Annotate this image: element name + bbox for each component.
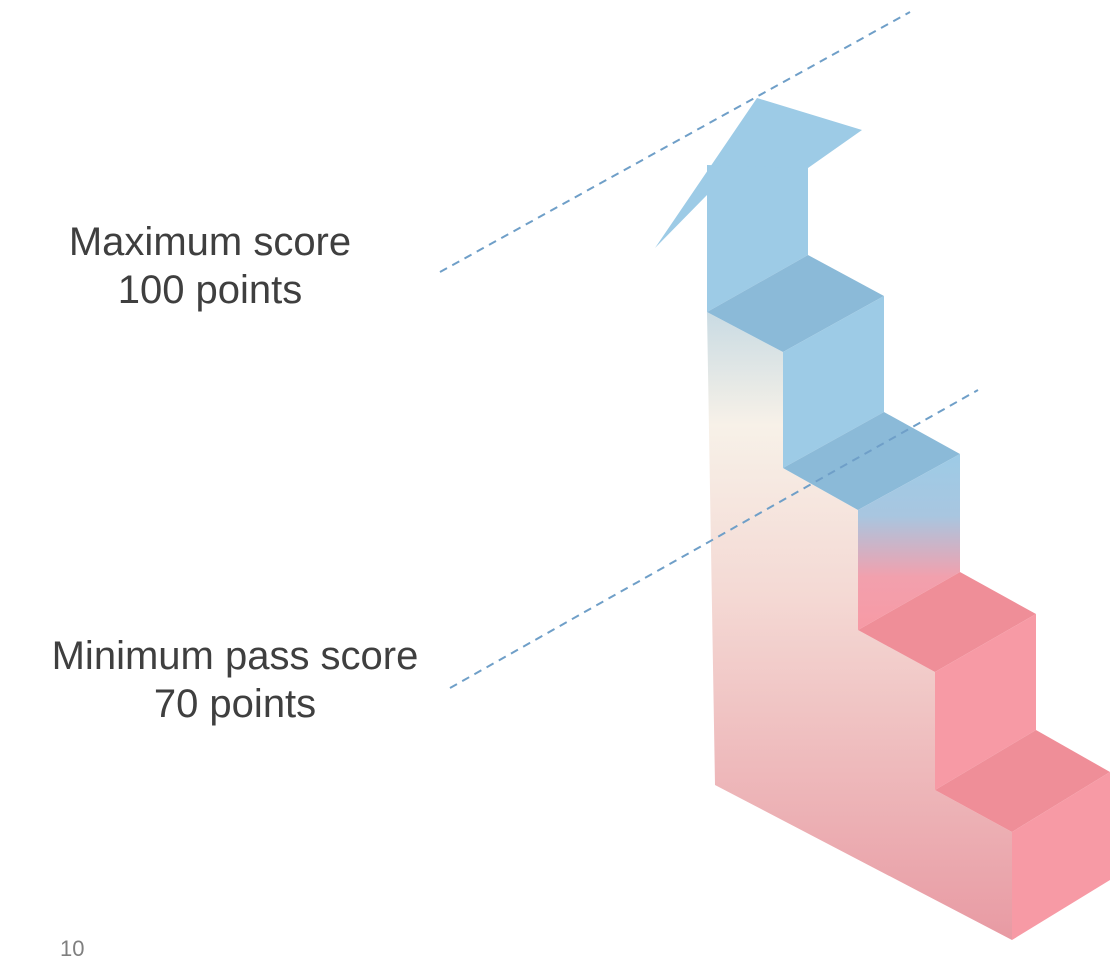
arrow-shaft (707, 165, 808, 312)
step-bottom-riser (1012, 772, 1110, 940)
step-third-tread (858, 572, 1036, 672)
max-score-title: Maximum score (68, 220, 352, 264)
step-second-tread (783, 412, 960, 510)
stair-side-face (707, 312, 1012, 940)
step-top-riser (783, 296, 884, 468)
min-pass-score-label: Minimum pass score 70 points (0, 632, 470, 728)
min-pass-score-title: Minimum pass score (51, 634, 419, 678)
max-score-dashed-line (439, 11, 911, 273)
min-pass-score-value: 70 points (153, 682, 317, 726)
step-second-riser (858, 454, 960, 630)
page-number: 10 (60, 936, 85, 961)
step-bottom-tread (935, 730, 1110, 832)
max-score-label: Maximum score 100 points (20, 218, 400, 314)
min-score-dashed-line (449, 389, 979, 689)
step-top-tread (707, 255, 884, 352)
step-third-riser (935, 614, 1036, 790)
max-score-value: 100 points (117, 268, 303, 312)
